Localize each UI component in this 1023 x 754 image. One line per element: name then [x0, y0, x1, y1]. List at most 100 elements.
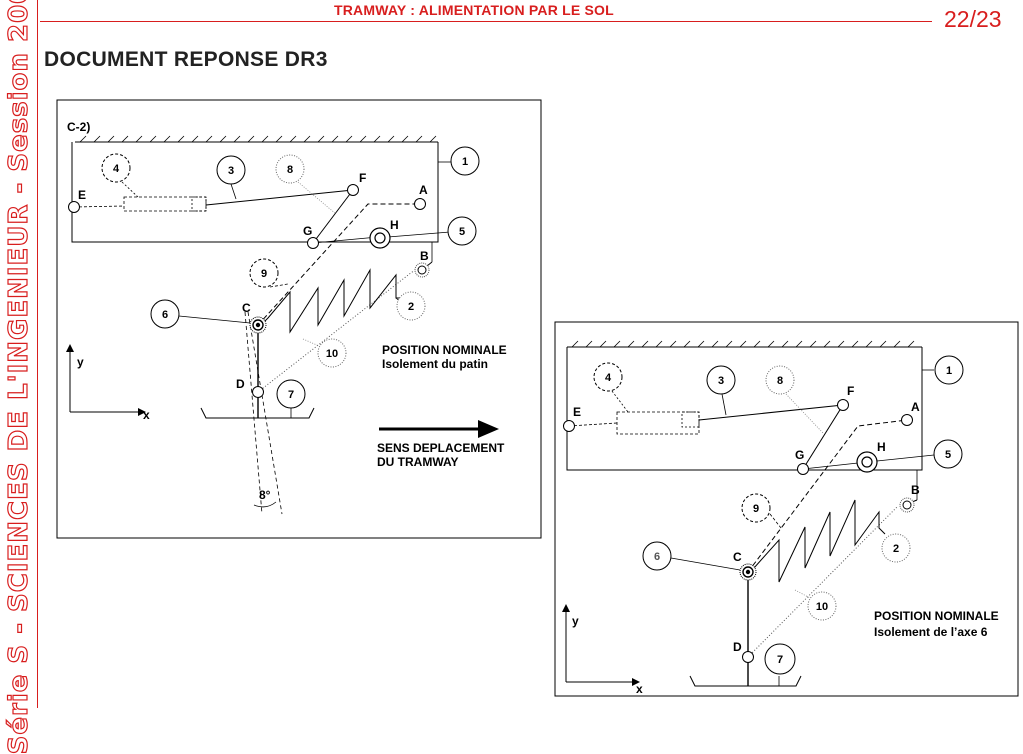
svg-text:7: 7 — [288, 389, 294, 401]
callout-9-2: 9 — [741, 493, 782, 529]
point-e-label: E — [78, 188, 86, 202]
callout-6: 6 — [150, 299, 251, 329]
pad-7-2 — [689, 675, 802, 687]
callout-8: 8 — [275, 154, 337, 215]
axes-1: y x — [66, 344, 150, 422]
pad-7 — [200, 407, 315, 419]
angle-line-1 — [244, 311, 263, 515]
point-b-label-2: B — [911, 483, 920, 497]
svg-text:3: 3 — [718, 375, 724, 387]
caption-1-line-1: POSITION NOMINALE — [382, 343, 507, 357]
point-f-label: F — [359, 171, 366, 185]
callout-7: 7 — [276, 379, 306, 409]
body-1-outline — [71, 142, 439, 243]
side-rule — [37, 0, 38, 708]
cylinder-4 — [123, 196, 207, 212]
joint-a — [414, 198, 426, 210]
svg-text:5: 5 — [945, 449, 951, 461]
cylinder-4-2 — [616, 411, 700, 435]
diagram-canvas: C-2) — [56, 99, 1019, 697]
callout-8-2: 8 — [765, 365, 824, 434]
angle-line-2 — [247, 311, 283, 515]
body-1-outline-2 — [566, 347, 923, 471]
point-d-label: D — [236, 377, 245, 391]
svg-text:8: 8 — [287, 164, 293, 176]
axis-y-label: y — [77, 355, 84, 369]
svg-text:10: 10 — [816, 601, 828, 613]
figure-2-frame — [554, 321, 1019, 697]
spring-2 — [263, 268, 410, 334]
point-g-label: G — [303, 224, 312, 238]
svg-text:1: 1 — [462, 156, 468, 168]
joint-d-2 — [742, 651, 754, 663]
axis-x-label-2: x — [636, 682, 643, 696]
svg-text:9: 9 — [261, 268, 267, 280]
joint-e-2 — [563, 420, 575, 432]
callout-4-2: 4 — [593, 362, 629, 413]
callout-10: 10 — [302, 338, 347, 368]
callout-5: 5 — [447, 216, 477, 246]
link-10 — [257, 271, 413, 393]
svg-text:2: 2 — [893, 543, 899, 555]
question-label: C-2) — [67, 120, 90, 134]
joint-g-2 — [797, 463, 809, 475]
point-b-label: B — [420, 249, 429, 263]
joint-g — [307, 237, 319, 249]
angle-label: 8° — [259, 488, 271, 502]
header-title: TRAMWAY : ALIMENTATION PAR LE SOL — [334, 2, 614, 18]
figure-2: E F G A H B C D 1 2 3 4 5 — [554, 321, 1019, 697]
arm-9 — [257, 203, 420, 326]
callout-4: 4 — [101, 153, 139, 198]
spring-2-2 — [753, 499, 886, 583]
callout-10-2: 10 — [794, 589, 837, 621]
point-a-label-2: A — [911, 400, 920, 414]
point-c-label-2: C — [733, 550, 742, 564]
axis-x-label: x — [143, 408, 150, 422]
callout-5-2: 5 — [933, 439, 963, 469]
rod-4-line — [73, 205, 125, 208]
svg-text:7: 7 — [777, 654, 783, 666]
callout-2-2: 2 — [881, 533, 911, 563]
rod-3 — [205, 189, 354, 206]
joint-d — [252, 386, 264, 398]
joint-f-2 — [837, 399, 849, 411]
svg-text:4: 4 — [605, 372, 612, 384]
joint-e — [68, 201, 80, 213]
hatching-2 — [571, 340, 915, 348]
joint-a-2 — [901, 414, 913, 426]
rod-3-2 — [698, 404, 844, 421]
direction-line-1: SENS DEPLACEMENT — [377, 441, 505, 455]
callout-2: 2 — [396, 291, 426, 321]
point-h-label-2: H — [877, 440, 886, 454]
joint-f — [347, 184, 359, 196]
direction-line-2: DU TRAMWAY — [377, 455, 459, 469]
link-10-2 — [747, 505, 899, 658]
page-number: 22/23 — [944, 6, 1002, 32]
point-g-label-2: G — [795, 448, 804, 462]
header-rule — [40, 21, 932, 22]
point-f-label-2: F — [847, 384, 854, 398]
svg-text:5: 5 — [459, 226, 465, 238]
callout-1-2: 1 — [934, 355, 964, 385]
direction-arrow — [379, 420, 499, 438]
caption-2-line-1: POSITION NOMINALE — [874, 609, 999, 623]
point-c-label: C — [242, 301, 251, 315]
point-h-label: H — [390, 218, 399, 232]
caption-2-line-2: Isolement de l’axe 6 — [874, 625, 988, 639]
svg-text:4: 4 — [113, 163, 120, 175]
document-title: DOCUMENT REPONSE DR3 — [44, 48, 328, 71]
callout-3: 3 — [216, 155, 246, 200]
point-a-label: A — [419, 183, 428, 197]
svg-text:1: 1 — [946, 365, 952, 377]
svg-text:9: 9 — [753, 503, 759, 515]
hatching — [79, 135, 437, 143]
callout-9: 9 — [249, 258, 289, 288]
callout-6-2: 6 — [642, 541, 741, 571]
figure-1-frame — [56, 99, 542, 539]
point-d-label-2: D — [733, 640, 742, 654]
svg-text:6: 6 — [654, 551, 660, 563]
axis-y-label-2: y — [572, 614, 579, 628]
svg-text:8: 8 — [777, 375, 783, 387]
svg-text:2: 2 — [408, 301, 414, 313]
caption-1-line-2: Isolement du patin — [382, 357, 488, 371]
